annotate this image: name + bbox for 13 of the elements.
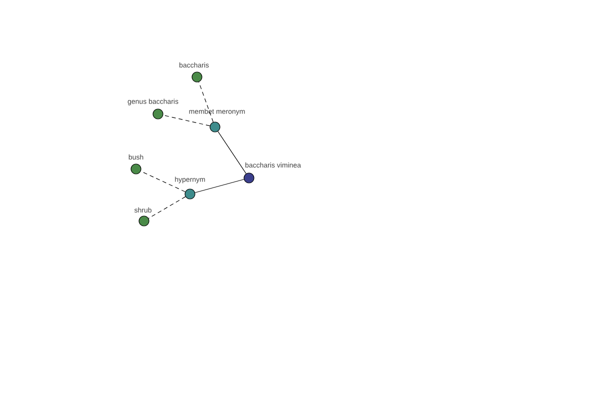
graph-node: [130, 164, 142, 174]
connector-line: [218, 131, 246, 174]
graph-node: [210, 122, 220, 132]
graph-node: [192, 72, 202, 82]
graph-node: [138, 216, 150, 226]
graph-node: [184, 188, 196, 200]
connector-line: [194, 179, 244, 193]
graph-node: [152, 108, 164, 120]
graph-node: [244, 172, 254, 184]
connector-line: [148, 196, 186, 219]
connector-line: [198, 82, 214, 122]
connector-line: [140, 170, 186, 192]
connector-line: [162, 114, 210, 126]
